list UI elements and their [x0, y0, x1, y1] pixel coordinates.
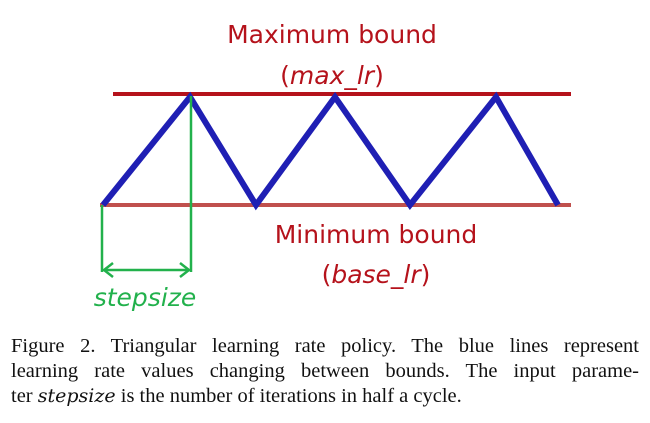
- caption-line-3: ter stepsize is the number of iterations…: [11, 384, 639, 409]
- min-bound-paren-open: (: [322, 260, 332, 289]
- triangular-lr-diagram: Maximum bound (max_lr) Minimum bound (ba…: [94, 20, 571, 312]
- max-bound-paren-open: (: [280, 61, 290, 90]
- max-bound-var-line: (max_lr): [280, 61, 384, 90]
- triangle-wave: [100, 91, 561, 211]
- min-bound-var-line: (base_lr): [322, 260, 431, 289]
- caption-line-3-prefix: ter: [11, 385, 38, 407]
- min-bound-paren-close: ): [421, 260, 431, 289]
- max-bound-label: Maximum bound: [227, 20, 437, 49]
- figure-caption: Figure 2. Triangular learning rate polic…: [11, 334, 639, 409]
- caption-line-3-suffix: is the number of iterations in half a cy…: [115, 385, 462, 407]
- stepsize-arrowhead-left: [101, 262, 114, 278]
- caption-line-1: Figure 2. Triangular learning rate polic…: [11, 335, 639, 357]
- min-bound-var: base_lr: [331, 260, 422, 289]
- max-bound-var: max_lr: [290, 61, 376, 90]
- caption-line-2: learning rate values changing between bo…: [11, 360, 639, 382]
- max-bound-paren-close: ): [374, 61, 384, 90]
- stepsize-arrowhead-right: [179, 262, 192, 278]
- stepsize-label: stepsize: [94, 283, 197, 312]
- caption-stepsize-var: stepsize: [37, 385, 116, 407]
- stepsize-marker: [100, 96, 193, 278]
- min-bound-label: Minimum bound: [275, 220, 478, 249]
